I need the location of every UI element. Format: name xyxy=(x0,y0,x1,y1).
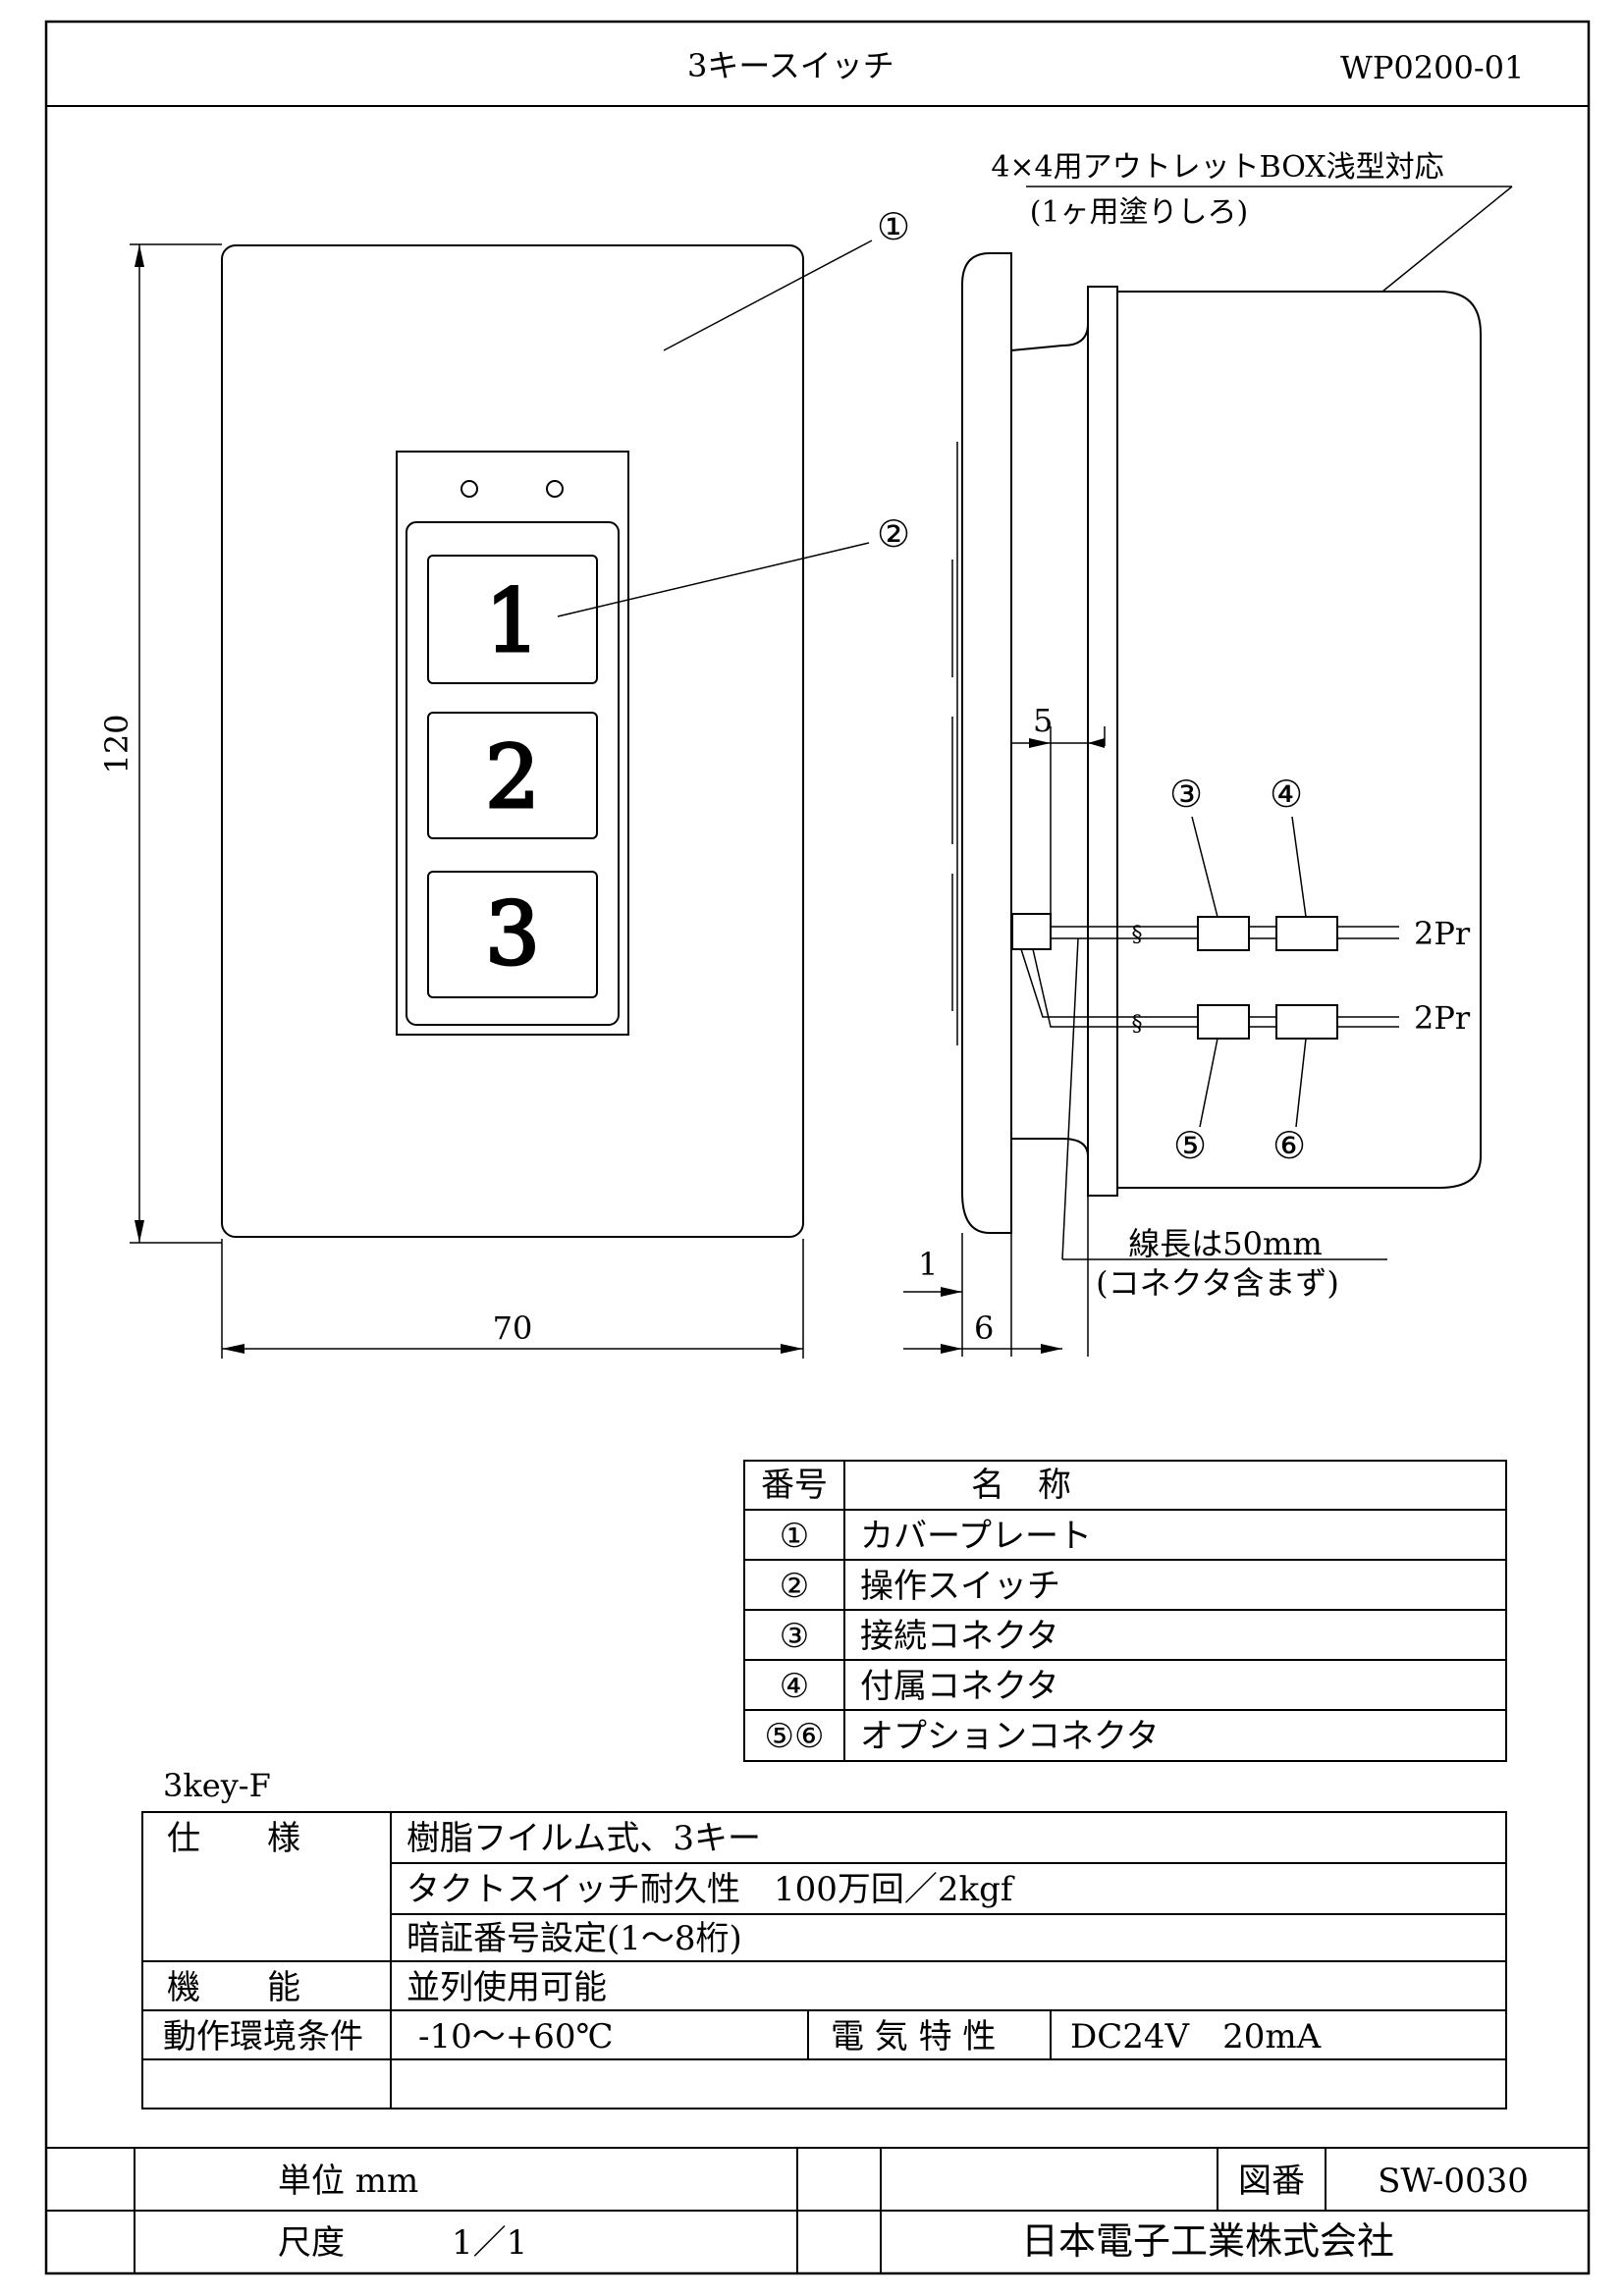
height-dimension: 120 xyxy=(98,714,135,774)
parts-row-no: ③ xyxy=(780,1617,809,1656)
parts-row-name: オプションコネクタ xyxy=(860,1717,1160,1756)
function-label: 機 能 xyxy=(167,1968,300,2007)
outlet-box xyxy=(1117,291,1482,1189)
key-1 xyxy=(427,555,598,684)
drawing-no: SW-0030 xyxy=(1378,2162,1529,2201)
model-name: 3key-F xyxy=(163,1767,271,1804)
connector-housing xyxy=(1011,913,1052,950)
key-2-label: 2 xyxy=(485,726,540,828)
spec-table: 3key-F 仕 様 樹脂フイルム式、3キー タクトスイッチ耐久性 100万回／… xyxy=(141,1767,1507,2109)
width-dimension: 70 xyxy=(493,1309,533,1347)
scale-label: 尺度 xyxy=(278,2223,345,2263)
depth-dimension-6: 6 xyxy=(974,1309,994,1347)
spec-line: タクトスイッチ耐久性 100万回／2kgf xyxy=(406,1870,1015,1909)
key-3-label: 3 xyxy=(485,883,540,985)
callout-6: ⑥ xyxy=(1272,1124,1306,1167)
function-value: 並列使用可能 xyxy=(406,1968,607,2007)
parts-header-name: 名 称 xyxy=(971,1466,1071,1505)
parts-row-name: 付属コネクタ xyxy=(860,1667,1059,1706)
connector-4 xyxy=(1275,916,1338,951)
callout-4: ④ xyxy=(1270,773,1303,816)
box-note-line1: 4×4用アウトレットBOX浅型対応 xyxy=(991,150,1443,185)
cover-plate-profile xyxy=(961,252,1012,1234)
box-note-line2: (1ヶ用塗りしろ) xyxy=(1030,195,1249,230)
drawing-code: WP0200-01 xyxy=(1340,49,1524,86)
env-label: 動作環境条件 xyxy=(163,2017,363,2056)
leader-line-2 xyxy=(557,542,870,617)
mounting-flange xyxy=(1087,286,1118,1197)
indicator-led xyxy=(460,480,478,498)
connector-6 xyxy=(1275,1004,1338,1040)
callout-1: ① xyxy=(877,205,910,248)
parts-row-no: ④ xyxy=(780,1667,809,1706)
spec-label: 仕 様 xyxy=(167,1819,300,1858)
side-view: 4×4用アウトレットBOX浅型対応 (1ヶ用塗りしろ) § § 2Pr 2Pr … xyxy=(903,150,1513,1357)
company-name: 日本電子工業株式会社 xyxy=(1021,2219,1394,2263)
sheet-border xyxy=(44,20,1591,2275)
connector-3 xyxy=(1197,916,1250,951)
wire-label-upper: 2Pr xyxy=(1414,915,1471,952)
key-panel xyxy=(406,521,620,1026)
title-block: 単位 mm 尺度 1／1 図番 SW-0030 日本電子工業株式会社 xyxy=(46,2147,1589,2273)
indicator-led xyxy=(546,480,564,498)
key-1-label: 1 xyxy=(485,570,540,671)
parts-table: 番号 名 称 ① カバープレート ② 操作スイッチ ③ 接続コネクタ ④ 付属コ… xyxy=(743,1460,1507,1762)
elec-value: DC24V 20mA xyxy=(1070,2017,1322,2056)
wire-note-line2: (コネクタ含まず) xyxy=(1096,1264,1339,1302)
wire-label-lower: 2Pr xyxy=(1414,999,1471,1037)
drawing-title: 3キースイッチ xyxy=(687,47,894,84)
scale-value: 1／1 xyxy=(452,2223,527,2263)
wire-break-mark: § xyxy=(1132,1012,1143,1037)
parts-header-no: 番号 xyxy=(761,1466,828,1505)
leader-line-1 xyxy=(663,240,873,351)
wire-break-mark: § xyxy=(1132,923,1143,947)
wire-note-line1: 線長は50mm xyxy=(1128,1225,1322,1262)
parts-row-no: ② xyxy=(780,1567,809,1606)
parts-row-no: ⑤⑥ xyxy=(765,1717,825,1756)
elec-label: 電 気 特 性 xyxy=(831,2017,996,2056)
depth-dimension-1: 1 xyxy=(918,1246,938,1283)
depth-dimension-5: 5 xyxy=(1033,702,1053,739)
spec-line: 樹脂フイルム式、3キー xyxy=(406,1819,761,1858)
key-2 xyxy=(427,712,598,839)
env-value: -10～+60℃ xyxy=(418,2017,614,2056)
unit-label: 単位 mm xyxy=(278,2162,418,2201)
callout-5: ⑤ xyxy=(1173,1124,1207,1167)
key-3 xyxy=(427,871,598,998)
switch-body xyxy=(396,451,629,1036)
box-note-leader xyxy=(1381,186,1513,293)
spec-line: 暗証番号設定(1～8桁) xyxy=(406,1919,742,1958)
cover-plate xyxy=(221,244,804,1238)
front-view: 1 2 3 ① ② 120 70 xyxy=(98,205,910,1359)
parts-row-name: 接続コネクタ xyxy=(860,1617,1059,1656)
parts-row-name: 操作スイッチ xyxy=(860,1567,1060,1606)
parts-row-no: ① xyxy=(780,1517,809,1556)
connector-5 xyxy=(1197,1004,1250,1040)
callout-2: ② xyxy=(877,512,910,556)
parts-row-name: カバープレート xyxy=(860,1517,1092,1556)
callout-3: ③ xyxy=(1169,773,1203,816)
drawing-no-label: 図番 xyxy=(1238,2162,1305,2201)
